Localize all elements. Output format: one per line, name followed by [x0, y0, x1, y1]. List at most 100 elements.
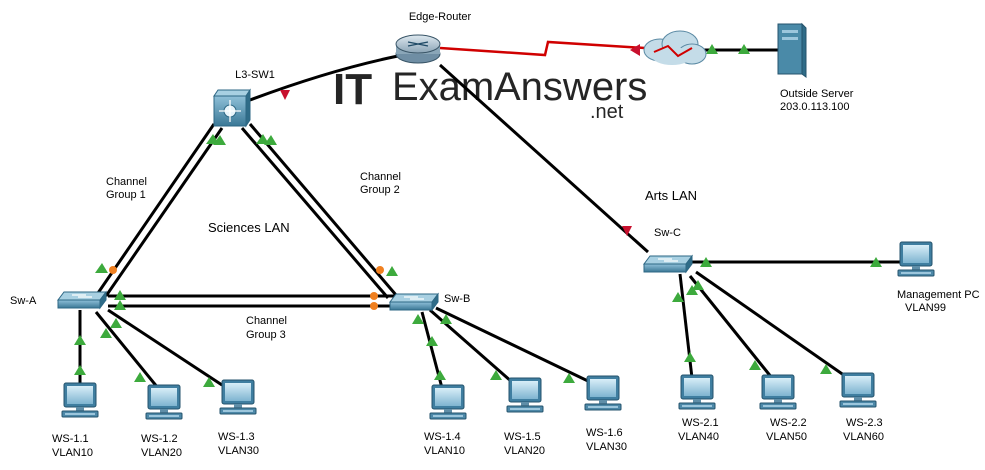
stp-blocking-indicator — [109, 266, 117, 274]
internet-cloud — [643, 30, 707, 65]
link-up-indicator — [74, 335, 86, 345]
link-up-indicator — [114, 290, 126, 300]
link-up-indicator — [426, 336, 438, 346]
channel-group-1-line1: Channel — [106, 176, 147, 188]
workstation-ws-1-4[interactable] — [429, 384, 467, 420]
link-up-indicator — [213, 135, 226, 145]
sw-b-label: Sw-B — [444, 293, 470, 305]
switch-sw-a[interactable] — [57, 291, 107, 309]
sw-a-label: Sw-A — [10, 295, 37, 307]
ws-label: WS-2.2 — [770, 417, 807, 429]
link-up-indicator — [692, 280, 704, 290]
link-swa-ws12 — [94, 311, 160, 389]
link-up-indicator — [74, 365, 86, 375]
link-up-indicator — [672, 292, 684, 302]
link-up-indicator — [440, 314, 452, 324]
workstation-ws-2-2[interactable] — [759, 374, 797, 410]
edge-router[interactable] — [395, 34, 441, 64]
link-l3-swb-1 — [248, 123, 398, 296]
ws-vlan: VLAN10 — [424, 445, 465, 457]
ws-vlan: VLAN60 — [843, 431, 884, 443]
management-pc-vlan: VLAN99 — [905, 302, 946, 314]
channel-group-2-line1: Channel — [360, 171, 401, 183]
link-up-indicator — [738, 44, 750, 54]
sw-c-label: Sw-C — [654, 227, 681, 239]
channel-group-3-line2: Group 3 — [246, 329, 286, 341]
link-up-indicator — [386, 266, 398, 276]
ws-label: WS-1.6 — [586, 427, 623, 439]
ws-label: WS-2.3 — [846, 417, 883, 429]
links — [78, 40, 900, 389]
management-pc[interactable] — [897, 241, 935, 277]
link-l3-swb-2 — [240, 127, 390, 299]
link-router-cloud — [439, 40, 646, 57]
outside-server[interactable] — [777, 22, 807, 78]
workstation-ws-2-3[interactable] — [839, 372, 877, 408]
ws-vlan: VLAN10 — [52, 447, 93, 459]
ws-vlan: VLAN30 — [586, 441, 627, 453]
link-down-indicator — [630, 44, 640, 56]
link-up-indicator — [706, 44, 718, 54]
zone-sciences-lan: Sciences LAN — [208, 220, 290, 235]
l3-switch-label: L3-SW1 — [235, 69, 275, 81]
link-up-indicator — [563, 373, 575, 383]
workstation-ws-1-1[interactable] — [61, 382, 99, 418]
link-up-indicator — [95, 263, 108, 273]
channel-group-1-line2: Group 1 — [106, 189, 146, 201]
link-l3-router — [249, 54, 399, 102]
link-up-indicator — [870, 257, 882, 267]
stp-blocking-indicator — [370, 302, 378, 310]
outside-server-ip: 203.0.113.100 — [780, 101, 850, 113]
ws-label: WS-1.4 — [424, 431, 461, 443]
link-up-indicator — [490, 370, 502, 380]
workstation-ws-1-6[interactable] — [584, 375, 622, 411]
link-up-indicator — [434, 370, 446, 380]
link-l3-swa-1 — [96, 123, 216, 294]
link-status-markers — [74, 44, 882, 387]
ws-vlan: VLAN40 — [678, 431, 719, 443]
workstation-ws-1-2[interactable] — [145, 384, 183, 420]
link-up-indicator — [110, 318, 122, 328]
ws-vlan: VLAN20 — [141, 447, 182, 459]
edge-router-label: Edge-Router — [409, 11, 472, 23]
outside-server-name: Outside Server — [780, 88, 854, 100]
ws-vlan: VLAN50 — [766, 431, 807, 443]
watermark: IT Exam Answers .net — [333, 65, 647, 123]
link-down-indicator — [280, 90, 290, 100]
ws-label: WS-2.1 — [682, 417, 719, 429]
link-l3-swa-2 — [104, 127, 224, 297]
link-up-indicator — [134, 372, 146, 382]
watermark-brand-a: IT — [333, 65, 372, 114]
link-up-indicator — [256, 134, 269, 144]
switch-sw-b[interactable] — [389, 293, 439, 311]
link-swb-ws16 — [435, 306, 591, 384]
l3-switch[interactable] — [213, 88, 251, 128]
stp-blocking-indicator — [370, 292, 378, 300]
link-up-indicator — [100, 328, 112, 338]
link-router-swc — [438, 63, 650, 254]
zone-arts-lan: Arts LAN — [645, 188, 697, 203]
link-swa-ws13 — [107, 308, 223, 387]
link-up-indicator — [700, 257, 712, 267]
ws-vlan: VLAN30 — [218, 445, 259, 457]
link-up-indicator — [114, 300, 126, 310]
workstation-ws-2-1[interactable] — [678, 374, 716, 410]
management-pc-name: Management PC — [897, 289, 980, 301]
workstation-ws-1-3[interactable] — [219, 379, 257, 415]
workstation-ws-1-5[interactable] — [506, 377, 544, 413]
ws-vlan: VLAN20 — [504, 445, 545, 457]
channel-group-3-line1: Channel — [246, 315, 287, 327]
ws-label: WS-1.3 — [218, 431, 255, 443]
link-up-indicator — [412, 314, 424, 324]
link-up-indicator — [820, 364, 832, 374]
watermark-brand-b: Exam — [392, 65, 494, 109]
watermark-brand-c: Answers — [494, 65, 647, 109]
link-up-indicator — [749, 360, 761, 370]
link-up-indicator — [203, 377, 215, 387]
link-swc-ws23 — [695, 270, 849, 380]
ws-label: WS-1.2 — [141, 433, 178, 445]
link-up-indicator — [684, 352, 696, 362]
link-up-indicator — [264, 135, 277, 145]
switch-sw-c[interactable] — [643, 255, 693, 273]
